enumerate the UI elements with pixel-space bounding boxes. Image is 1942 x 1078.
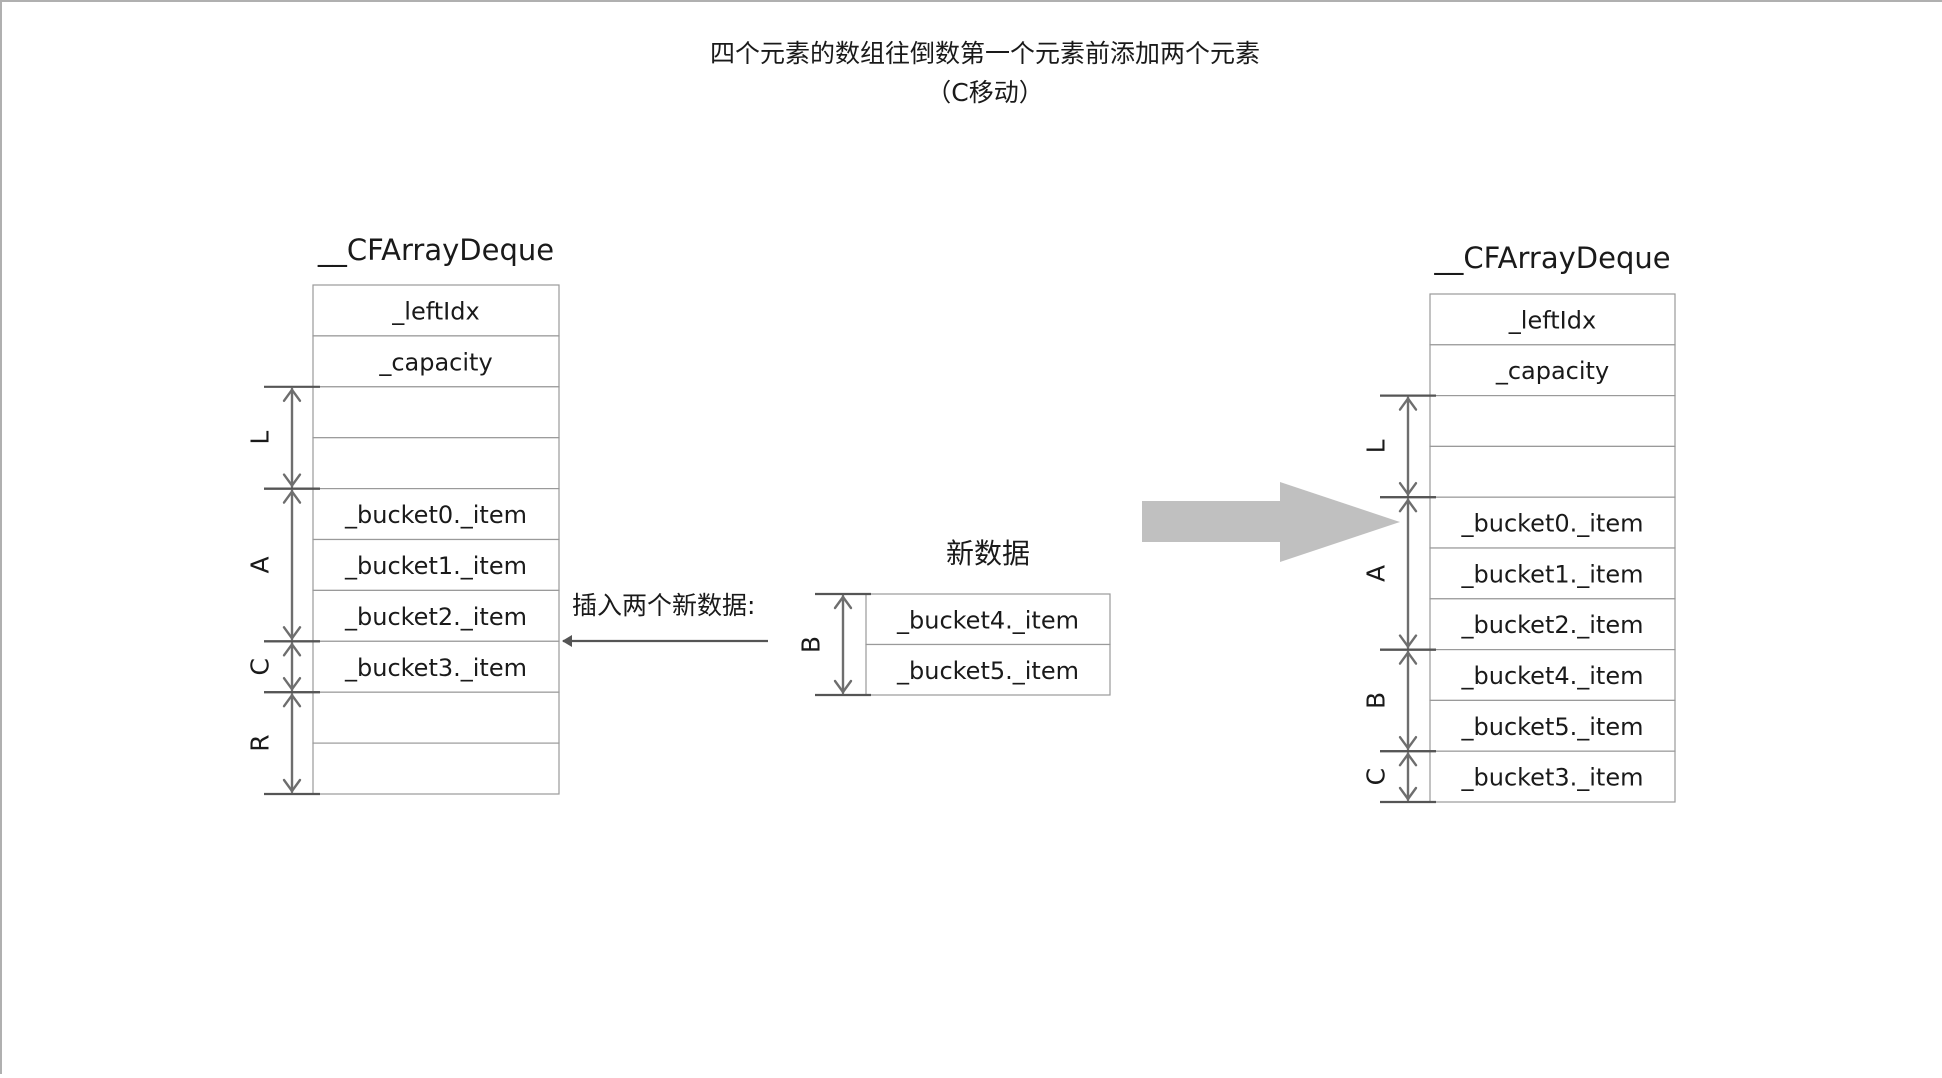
transition-arrow [1142,482,1400,562]
before-cell [312,335,560,388]
after-struct: __CFArrayDeque _leftIdx _capacity _bucket0.… [1362,241,1676,804]
after-brace-l-label: L [1362,439,1391,453]
before-brace-c-head-down [282,677,302,691]
before-cell [312,437,560,490]
after-cell-label: _capacity [1495,357,1609,385]
after-brace-c-label: C [1362,768,1391,785]
before-cell [312,284,560,337]
after-cell [1429,750,1676,803]
before-brace-a-label: A [246,556,275,573]
before-cell-label: _bucket1._item [344,552,527,580]
before-brace-a-head-down [282,626,302,640]
before-brace-c-head-up [282,643,302,657]
before-cell [312,742,560,795]
after-cell-label: _bucket2._item [1461,611,1644,639]
after-brace-c-head-up [1398,753,1418,767]
before-brace-a-head-up [282,490,302,504]
after-cell-label: _bucket1._item [1461,560,1644,588]
after-brace-l-head-up [1398,397,1418,411]
before-cell-label: _bucket2._item [344,603,527,631]
after-cell [1429,547,1676,600]
before-cell [312,589,560,642]
before-cell [312,640,560,693]
after-brace-b-head-up [1398,651,1418,665]
new-data-cell [865,593,1111,646]
after-brace-l-head-down [1398,482,1418,496]
before-cell-label: _bucket0._item [344,501,527,529]
before-brace-r-head-up [282,694,302,708]
new-data-title: 新数据 [946,537,1030,570]
after-cell [1429,293,1676,346]
after-cell [1429,648,1676,701]
after-brace-b-label: B [1362,692,1391,709]
before-cell [312,488,560,541]
new-brace-b-label: B [797,636,826,653]
insert-label: 插入两个新数据: [572,591,755,620]
diagram-title-line2: （C移动） [926,78,1043,107]
before-cell-label: _leftIdx [391,297,479,325]
new-brace-b-head-down [833,679,853,694]
after-struct-name: __CFArrayDeque [1433,241,1670,275]
after-brace-c-head-down [1398,786,1418,801]
after-cell [1429,445,1676,498]
before-cell-label: _capacity [378,348,492,376]
before-cell [312,691,560,744]
after-cell-label: _leftIdx [1508,306,1596,334]
new-data-cell-label: _bucket4._item [896,606,1079,634]
before-cell-label: _bucket3._item [344,654,527,682]
after-cell [1429,344,1676,397]
before-cell [312,386,560,439]
after-cell-label: _bucket5._item [1461,713,1644,741]
after-cell-label: _bucket0._item [1461,510,1644,538]
before-brace-l-head-up [282,388,302,402]
after-brace-a-head-down [1398,634,1418,648]
after-cell-label: _bucket4._item [1461,662,1644,690]
after-cell-label: _bucket3._item [1461,764,1644,792]
before-struct-name: __CFArrayDeque [317,233,554,267]
diagram-title-line1: 四个元素的数组往倒数第一个元素前添加两个元素 [710,39,1260,68]
after-cell [1429,395,1676,448]
before-cell [312,538,560,592]
new-data-cell-label: _bucket5._item [896,657,1079,685]
new-data-block: 新数据 _bucket4._item _bucket5._item B [797,537,1111,697]
before-brace-r-head-down [282,778,302,793]
before-brace-r-label: R [246,734,275,751]
before-brace-l-label: L [246,431,275,445]
new-data-cell [865,643,1111,696]
after-brace-b-head-down [1398,736,1418,750]
before-brace-l-head-down [282,473,302,487]
before-brace-c-label: C [246,658,275,675]
new-brace-b-head-up [833,595,853,610]
after-brace-a-head-up [1398,499,1418,513]
after-brace-a-label: A [1362,565,1391,582]
before-struct: __CFArrayDeque _leftIdx _capacity _bucket0.… [246,233,560,796]
after-cell [1429,699,1676,752]
after-cell [1429,496,1676,549]
